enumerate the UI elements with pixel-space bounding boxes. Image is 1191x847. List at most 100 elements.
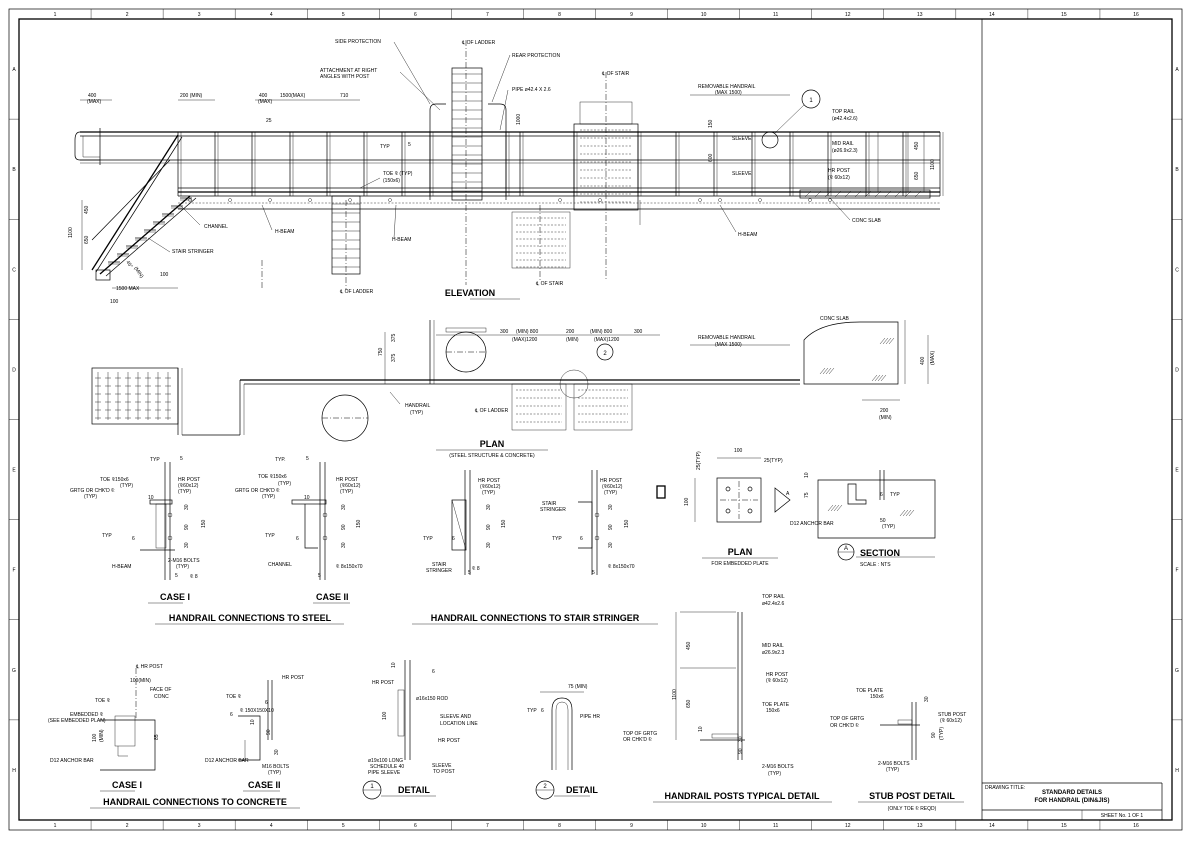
secA-label-3: TYP	[890, 492, 900, 498]
title-block-line2: FOR HANDRAIL (DIN&JIS)	[1035, 798, 1110, 804]
plan-dim-min: (MIN)	[566, 337, 579, 343]
label-attachment-2: ANGLES WITH POST	[320, 74, 369, 80]
row-marker-left-F: F	[12, 568, 15, 574]
conc2-label-3: ⅊ 150X150X10	[240, 708, 274, 714]
str2-label-5: 30	[608, 504, 614, 510]
steel2-label-3: (TYP)	[278, 481, 291, 487]
steel1-label-20: ⅊ 8	[190, 574, 198, 580]
dim-200-min: 200 (MIN)	[180, 93, 203, 99]
steel1-label-7: GRTG OR CHK'D ⅊	[70, 488, 115, 494]
label-mid-rail: MID RAIL	[832, 141, 854, 147]
str2-label-9: TYP	[552, 536, 562, 542]
typ-label-2: MID RAIL	[762, 643, 784, 649]
section-a-title: SECTION	[860, 548, 900, 558]
label-typ: TYP	[380, 144, 390, 150]
conc1-label-2: FACE OF	[150, 687, 171, 693]
col-marker-top-7: 7	[486, 12, 489, 18]
dim-100-b: 100	[110, 299, 119, 305]
col-marker-top-10: 10	[701, 12, 707, 18]
conc1-label-9: 85	[154, 734, 160, 740]
detail2-title: DETAIL	[566, 785, 598, 795]
str2-label-12: ⅊ 8x150x70	[608, 564, 635, 570]
str2-label-6: 90	[608, 524, 614, 530]
typ-label-0: TOP RAIL	[762, 594, 785, 600]
plan-dim-200-b: 200	[880, 408, 889, 414]
row-marker-right-H: H	[1175, 768, 1179, 774]
row-marker-right-C: C	[1175, 267, 1179, 273]
d1-label-11: SLEEVE	[432, 763, 452, 769]
steel2-label-10: 30	[341, 504, 347, 510]
conc2-label-6: 90	[266, 729, 272, 735]
steel1-label-11: 90	[184, 524, 190, 530]
label-cl-stair-bottom: ℄ OF STAIR	[535, 281, 564, 287]
steel-case2-drawing	[291, 462, 328, 580]
typ-label-12: OR CHK'D ⅊	[623, 737, 652, 743]
label-removable-max: (MAX 1500)	[715, 90, 742, 96]
steel2-label-6: (TYP)	[340, 489, 353, 495]
typ-label-5: (⅊ 60x12)	[766, 678, 788, 684]
steel2-label-11: 90	[341, 524, 347, 530]
dim-1500-max-stair: 1500 MAX	[116, 286, 140, 292]
row-marker-left-B: B	[12, 167, 16, 173]
steel-case1-title: CASE I	[160, 592, 190, 602]
conc1-label-1: 100(MIN)	[130, 678, 151, 684]
concrete-title: HANDRAIL CONNECTIONS TO CONCRETE	[103, 797, 287, 807]
plan-dim-max1200-b: (MAX)1200	[594, 337, 620, 343]
steel2-label-4: HR POST	[336, 477, 358, 483]
plan-dim-300-b: 300	[634, 329, 643, 335]
stub-label-10: (TYP)	[886, 767, 899, 773]
steel-title: HANDRAIL CONNECTIONS TO STEEL	[169, 613, 332, 623]
steel2-label-1: 5	[306, 456, 309, 462]
col-marker-top-4: 4	[270, 12, 273, 18]
conc1-label-5: EMBEDDED ⅊	[70, 712, 104, 718]
conc1-label-4: TOE ⅊	[95, 698, 111, 704]
col-marker-bottom-8: 8	[558, 823, 561, 829]
dim-max: (MAX)	[87, 99, 102, 105]
steel1-label-2: TOE ⅊150x6	[100, 477, 129, 483]
conc2-label-1: TOE ⅊	[226, 694, 242, 700]
row-marker-left-D: D	[12, 367, 16, 373]
plan-label-removable-max: (MAX 1500)	[715, 342, 742, 348]
plan-dim-375-b: 375	[391, 353, 397, 362]
steel2-label-16: CHANNEL	[268, 562, 292, 568]
label-removable-handrail: REMOVABLE HANDRAIL	[698, 84, 756, 90]
d2-label-1: TYP	[527, 708, 537, 714]
ep-title: PLAN	[728, 547, 753, 557]
col-marker-top-3: 3	[198, 12, 201, 18]
label-rear-protection: REAR PROTECTION	[512, 53, 560, 59]
conc1-label-0: ℄ HR POST	[135, 664, 163, 670]
plan-dim-min-b: (MIN)	[879, 415, 892, 421]
plan-label-conc-slab: CONC SLAB	[820, 316, 850, 322]
ep-dim-25-typ-a: 25(TYP)	[696, 451, 702, 470]
str1-label-12: ⅊ 8	[472, 566, 480, 572]
plan-dim-375-a: 375	[391, 333, 397, 342]
dim-400: 400	[88, 93, 97, 99]
label-toe-plate-size: (150x6)	[383, 178, 400, 184]
str2-label-3: STAIR	[542, 501, 557, 507]
dim-450-left: 450	[84, 205, 90, 214]
row-marker-left-G: G	[12, 668, 16, 674]
str2-label-7: 30	[608, 542, 614, 548]
stringer-left-drawing	[451, 470, 471, 575]
elevation-labels: ELEVATION SIDE PROTECTION ℄ OF LADDER RE…	[68, 39, 936, 305]
label-conc-slab: CONC SLAB	[852, 218, 882, 224]
col-marker-bottom-7: 7	[486, 823, 489, 829]
dim-1500-max: 1500(MAX)	[280, 93, 306, 99]
ep-dim-100: 100	[734, 448, 743, 454]
label-h-beam-1: H-BEAM	[275, 229, 294, 235]
col-marker-bottom-16: 16	[1133, 823, 1139, 829]
embedded-plate-drawing	[656, 457, 791, 523]
concrete-case1-title: CASE I	[112, 780, 142, 790]
col-marker-top-16: 16	[1133, 12, 1139, 18]
d2-label-2: 6	[541, 708, 544, 714]
stub-label-8: (TYP)	[939, 727, 945, 740]
concrete-case2-title: CASE II	[248, 780, 281, 790]
col-marker-bottom-12: 12	[845, 823, 851, 829]
col-marker-top-15: 15	[1061, 12, 1067, 18]
